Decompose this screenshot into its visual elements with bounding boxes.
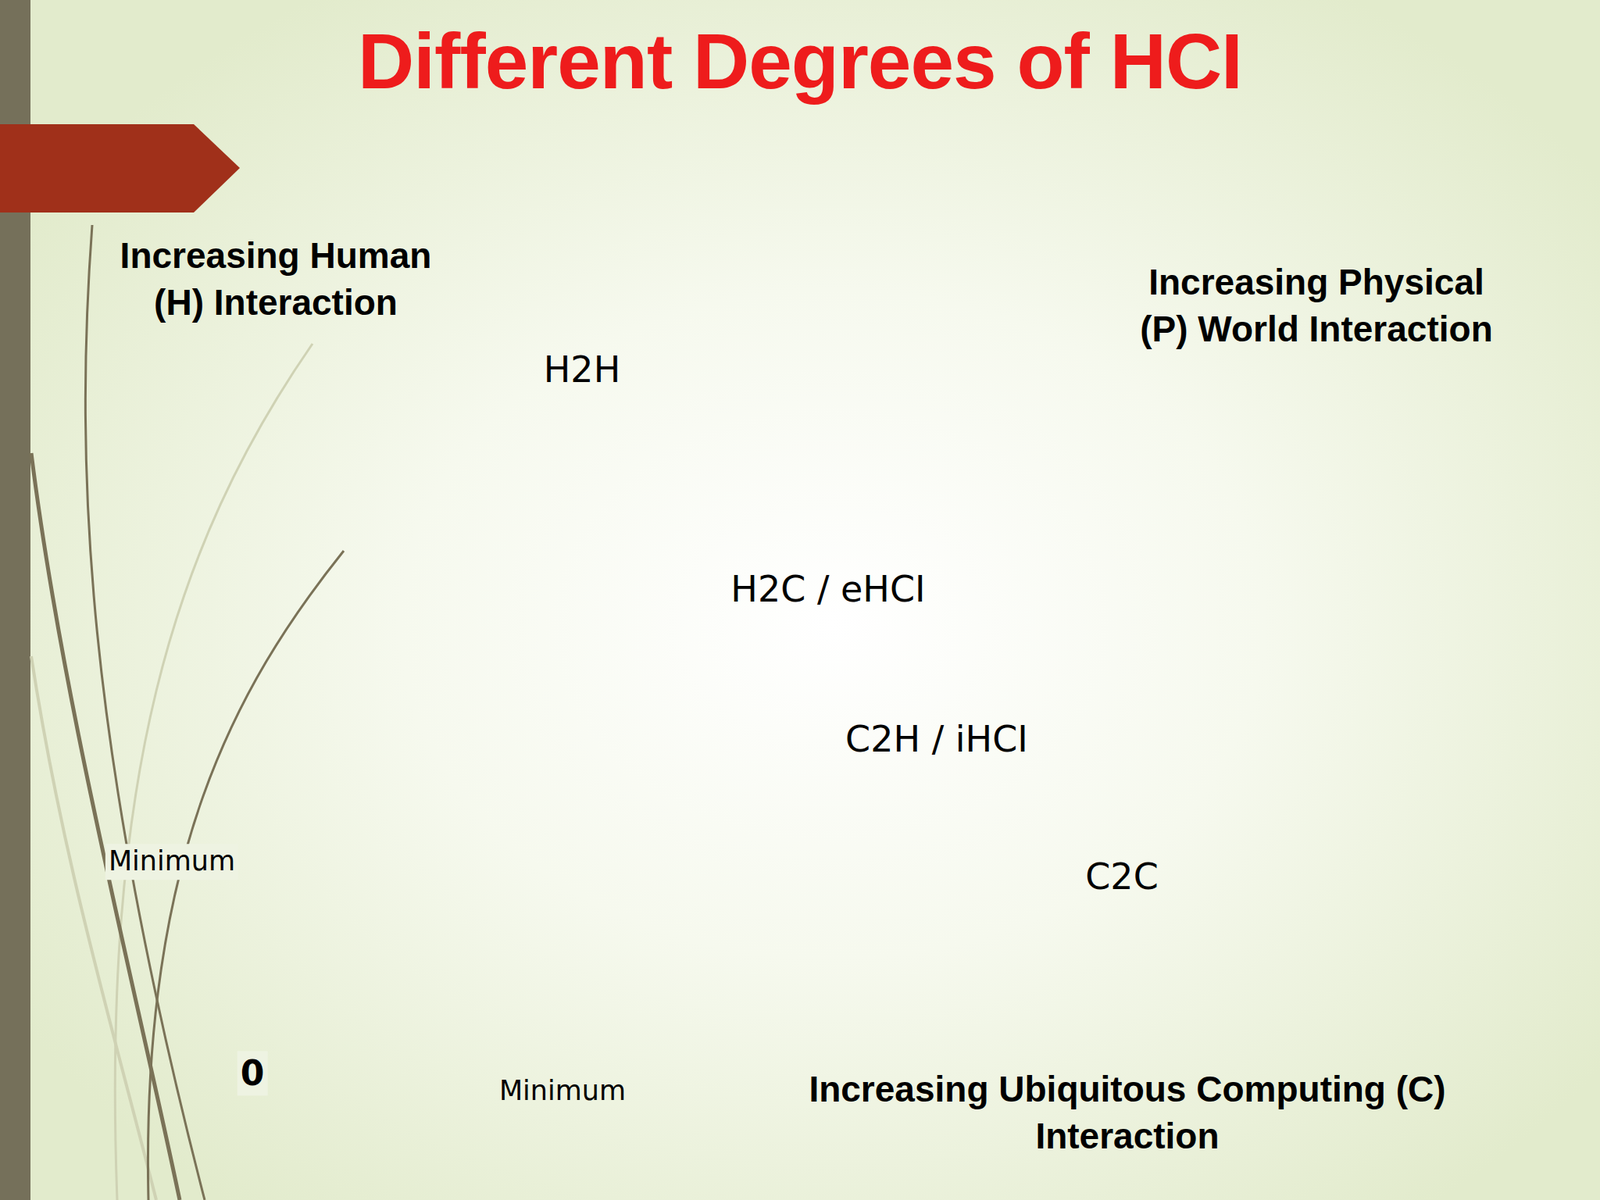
degree-label: C2C: [1085, 853, 1159, 901]
slide-title: Different Degrees of HCI: [357, 16, 1243, 107]
title-tab: [0, 124, 240, 213]
axis-title: Increasing Physical (P) World Interactio…: [1125, 259, 1508, 354]
deco-curve: [31, 453, 180, 1200]
degree-label: H2C / eHCI: [730, 566, 925, 614]
axis-title: Increasing Ubiquitous Computing (C) Inte…: [795, 1066, 1460, 1161]
deco-curve: [114, 343, 313, 1200]
deco-curve: [85, 225, 205, 1200]
deco-curve: [31, 656, 157, 1200]
degree-label: C2H / iHCI: [845, 716, 1029, 764]
origin-label: 0: [237, 1050, 268, 1096]
axis-title: Increasing Human (H) Interaction: [92, 232, 460, 327]
axis-minimum: Minimum: [105, 843, 239, 880]
degree-label: H2H: [543, 346, 621, 394]
axis-minimum: Minimum: [499, 1073, 626, 1110]
